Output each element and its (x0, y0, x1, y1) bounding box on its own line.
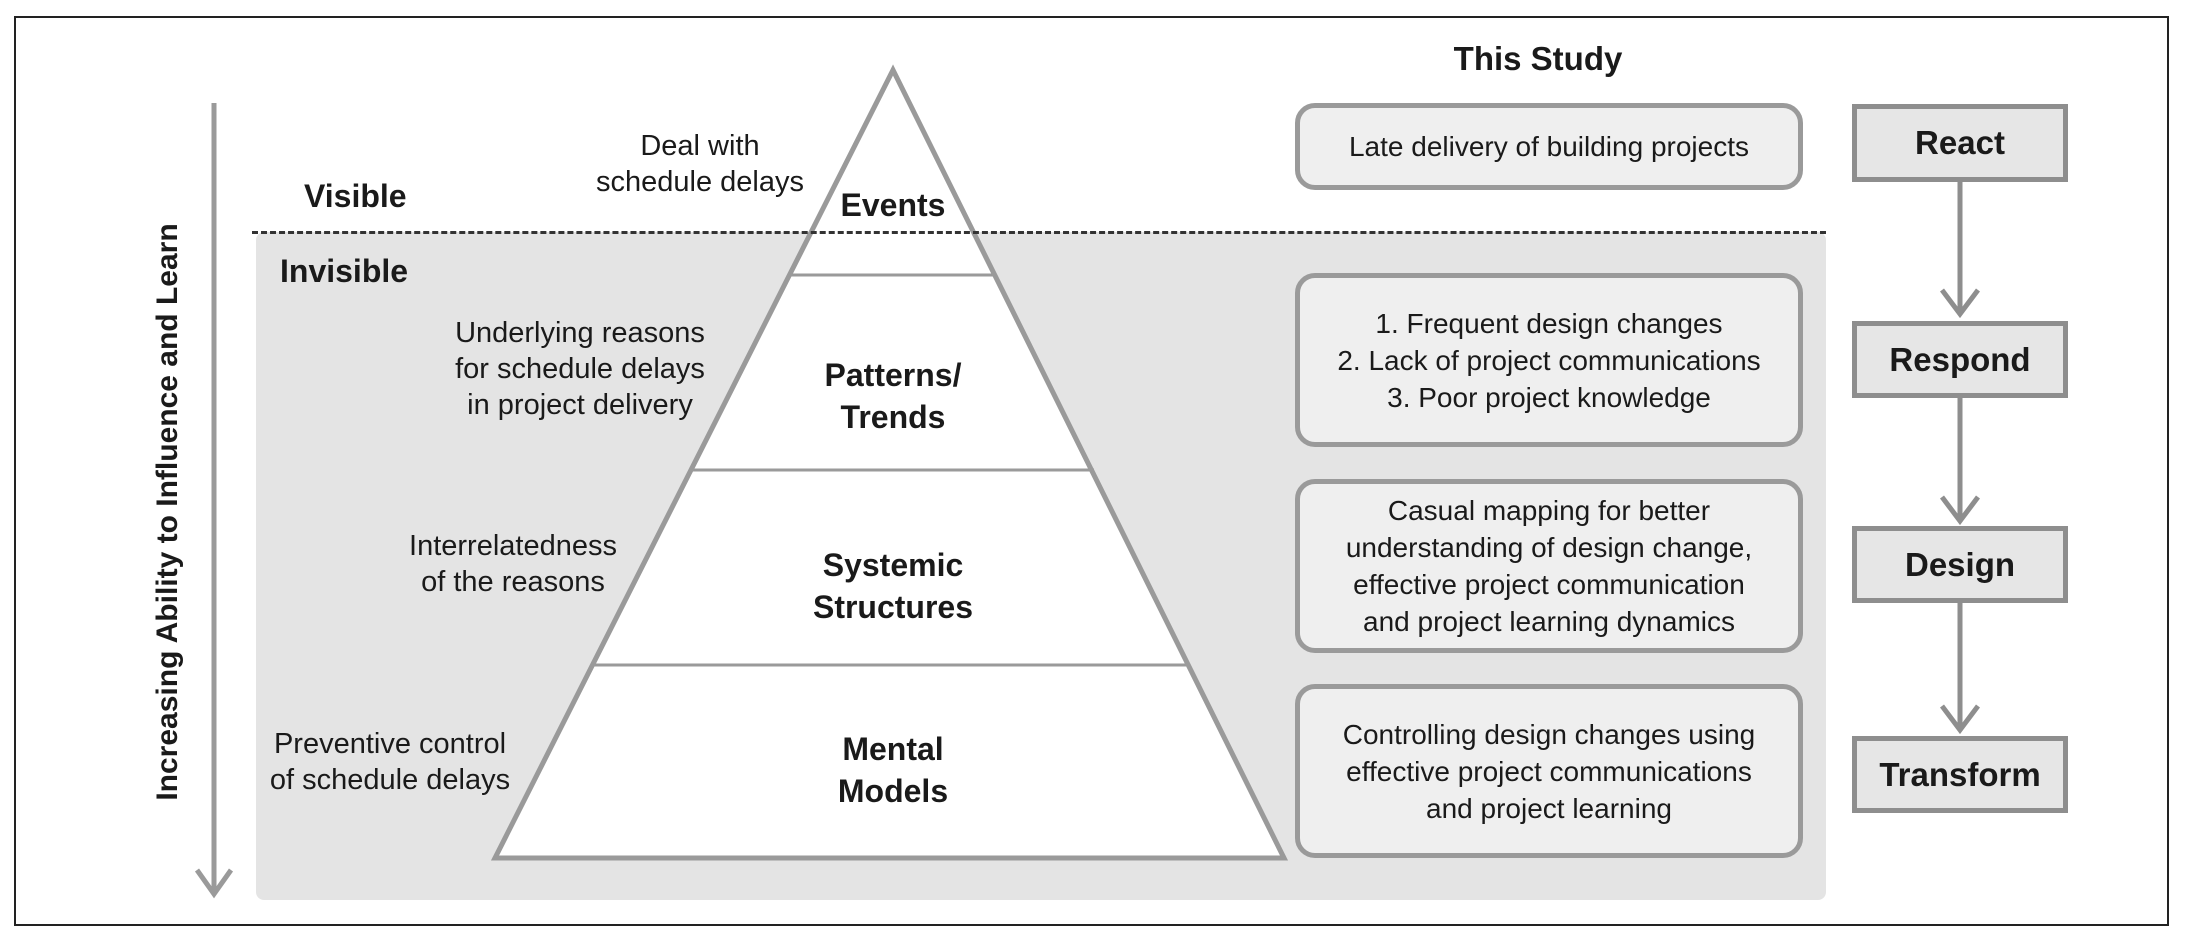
visible-label: Visible (304, 178, 407, 214)
action-react: React (1852, 104, 2068, 182)
annotation-patterns: Underlying reasons for schedule delays i… (455, 317, 705, 421)
axis-label: Increasing Ability to Influence and Lear… (151, 223, 184, 801)
arrow-respond-design-head (1940, 495, 1980, 526)
annotation-structures: Interrelatedness of the reasons (409, 530, 617, 598)
tier-label-mental-models: Mental Models (837, 731, 949, 809)
study-box-patterns: 1. Frequent design changes 2. Lack of pr… (1295, 273, 1803, 447)
tier-label-patterns: Patterns/ Trends (824, 357, 962, 435)
invisible-label: Invisible (280, 253, 409, 289)
action-transform: Transform (1852, 736, 2068, 813)
action-respond: Respond (1852, 321, 2068, 398)
axis-arrow-head (194, 868, 234, 899)
action-design: Design (1852, 526, 2068, 603)
visibility-divider (252, 231, 1826, 234)
arrow-react-respond-head (1940, 288, 1980, 319)
arrow-design-transform-head (1940, 704, 1980, 735)
tier-label-events: Events (840, 187, 946, 223)
study-box-structures: Casual mapping for better understanding … (1295, 479, 1803, 653)
study-box-mental-models: Controlling design changes using effecti… (1295, 684, 1803, 858)
pyramid (490, 64, 1289, 861)
study-box-events: Late delivery of building projects (1295, 103, 1803, 190)
annotation-mental-models: Preventive control of schedule delays (269, 728, 511, 796)
annotation-events: Deal with schedule delays (596, 130, 804, 198)
tier-label-structures: Systemic Structures (812, 547, 974, 625)
study-title: This Study (1453, 40, 1623, 77)
